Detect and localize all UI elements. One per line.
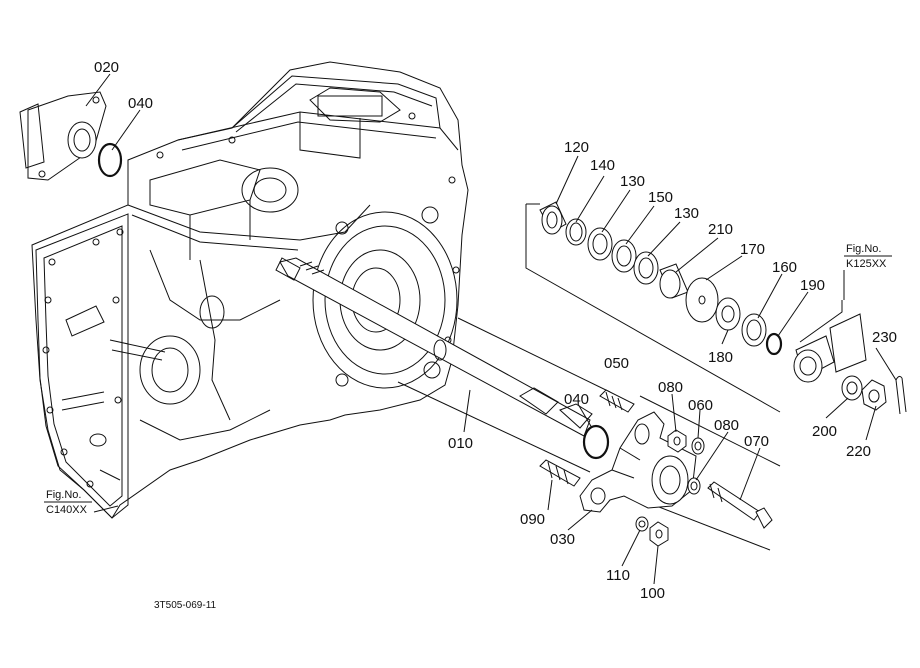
callout-080-upper: 080	[658, 379, 683, 396]
callout-230: 230	[872, 329, 897, 346]
callout-150: 150	[648, 189, 673, 206]
callout-010: 010	[448, 435, 473, 452]
fig-ref-right-line1: Fig.No.	[846, 243, 881, 255]
callout-040-lower: 040	[564, 391, 589, 408]
callout-200: 200	[812, 423, 837, 440]
callout-120: 120	[564, 139, 589, 156]
callout-110: 110	[606, 567, 630, 584]
part-010-shaft	[275, 257, 593, 437]
transmission-housing	[31, 61, 469, 519]
callout-090: 090	[520, 511, 545, 528]
part-040-o-ring-upper	[97, 142, 123, 178]
image-code: 3T505-069-11	[154, 600, 217, 611]
callout-170: 170	[740, 241, 765, 258]
arm-assembly	[539, 389, 773, 547]
callout-180: 180	[708, 349, 733, 366]
fig-ref-right: Fig.No. K125XX	[843, 243, 892, 300]
callout-140: 140	[590, 157, 615, 174]
callout-190: 190	[800, 277, 825, 294]
callout-labels: 020 040 120 140 130 150 130 210 170 160 …	[94, 59, 897, 602]
callout-210: 210	[708, 221, 733, 238]
callout-030: 030	[550, 531, 575, 548]
callout-220: 220	[846, 443, 871, 460]
fig-ref-right-line2: K125XX	[846, 258, 887, 270]
fig-ref-left: Fig.No. C140XX	[44, 489, 92, 516]
bearing-stack-upper	[525, 201, 783, 413]
fig-ref-left-line1: Fig.No.	[46, 489, 81, 501]
callout-060: 060	[688, 397, 713, 414]
right-assembly	[793, 300, 907, 415]
callout-040-upper: 040	[128, 95, 153, 112]
callout-130-first: 130	[620, 173, 645, 190]
callout-020: 020	[94, 59, 119, 76]
fig-ref-left-line2: C140XX	[46, 504, 88, 516]
callout-070: 070	[744, 433, 769, 450]
callout-080-lower: 080	[714, 417, 739, 434]
leader-lines	[85, 73, 897, 585]
part-020-cover	[19, 91, 107, 181]
callout-160: 160	[772, 259, 797, 276]
callout-050: 050	[604, 355, 629, 372]
callout-100: 100	[640, 585, 665, 602]
callout-130-second: 130	[674, 205, 699, 222]
